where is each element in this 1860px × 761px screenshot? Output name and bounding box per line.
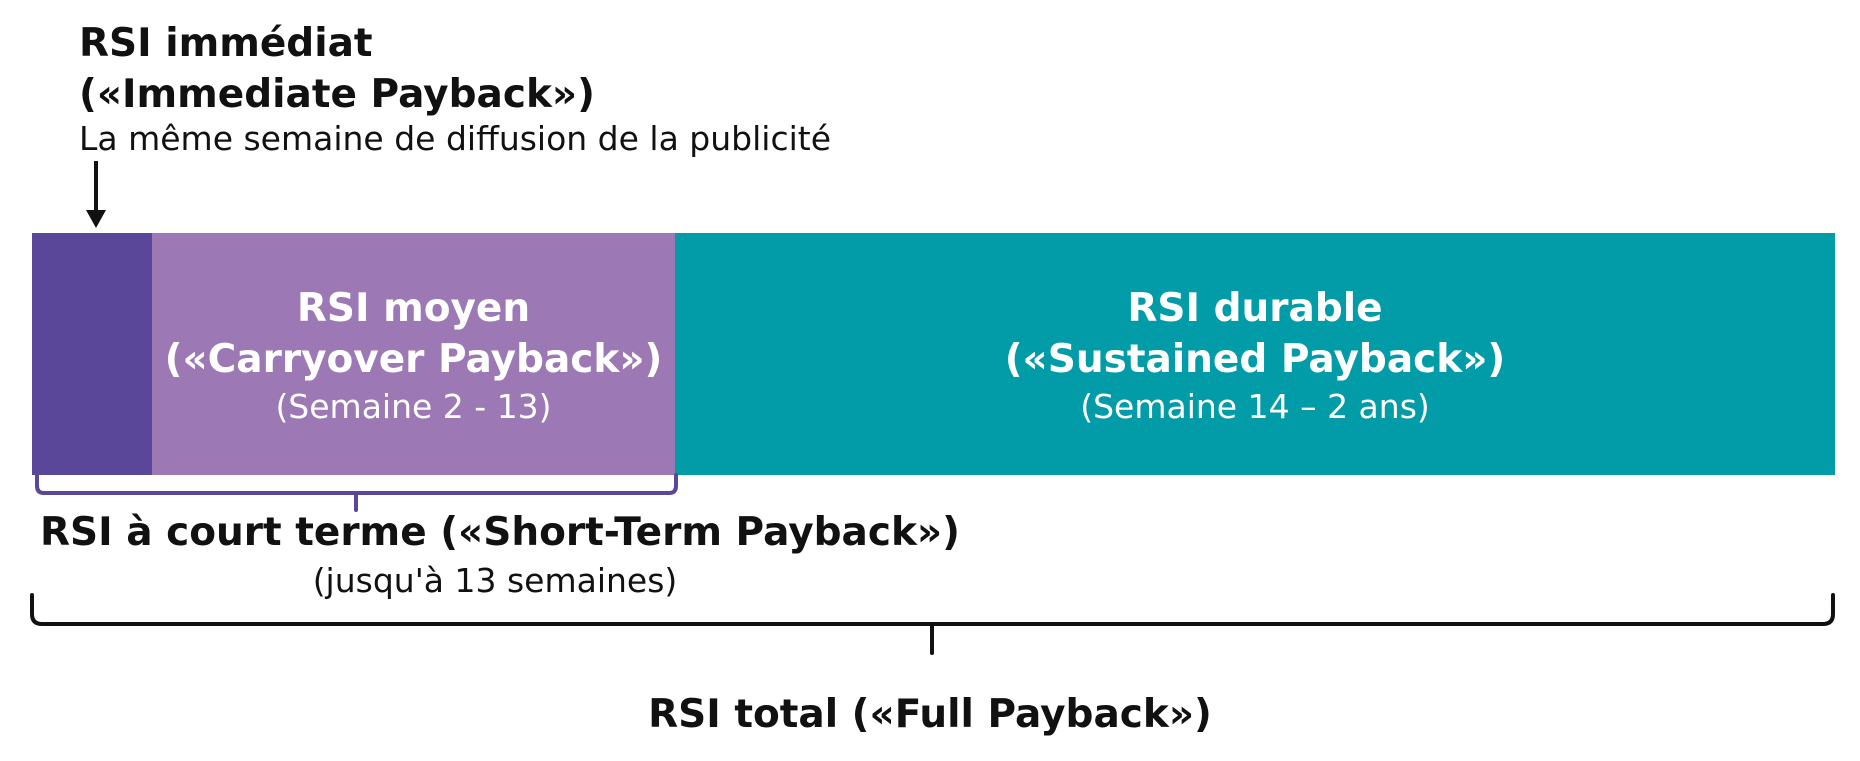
immediate-payback-title-line2: («Immediate Payback») <box>79 72 595 117</box>
carryover-payback-subtitle: (Semaine 2 - 13) <box>275 387 552 426</box>
sustained-payback-title-line2: («Sustained Payback») <box>1004 337 1506 382</box>
immediate-payback-title-line1: RSI immédiat <box>79 21 373 66</box>
sustained-payback-text: RSI durable («Sustained Payback») (Semai… <box>675 283 1835 429</box>
immediate-payback-title: RSI immédiat («Immediate Payback») <box>79 18 595 120</box>
full-payback-title: RSI total («Full Payback») <box>648 692 1212 737</box>
sustained-payback-title-line1: RSI durable <box>1127 286 1383 331</box>
short-term-payback-label: RSI à court terme («Short-Term Payback»)… <box>40 507 960 603</box>
carryover-payback-title-line1: RSI moyen <box>296 286 531 331</box>
carryover-payback-title-line2: («Carryover Payback») <box>164 337 663 382</box>
immediate-payback-subtitle: La même semaine de diffusion de la publi… <box>79 119 832 158</box>
short-term-payback-title: RSI à court terme («Short-Term Payback») <box>40 510 960 555</box>
short-term-payback-subtitle: (jusqu'à 13 semaines) <box>312 561 678 600</box>
short-term-bracket <box>35 473 678 512</box>
immediate-payback-segment <box>32 233 152 475</box>
carryover-payback-segment: RSI moyen («Carryover Payback») (Semaine… <box>152 233 675 475</box>
sustained-payback-subtitle: (Semaine 14 – 2 ans) <box>1080 387 1430 426</box>
full-payback-bracket <box>30 593 1835 655</box>
down-arrow-icon <box>86 161 106 228</box>
sustained-payback-segment: RSI durable («Sustained Payback») (Semai… <box>675 233 1835 475</box>
carryover-payback-text: RSI moyen («Carryover Payback») (Semaine… <box>152 283 675 429</box>
